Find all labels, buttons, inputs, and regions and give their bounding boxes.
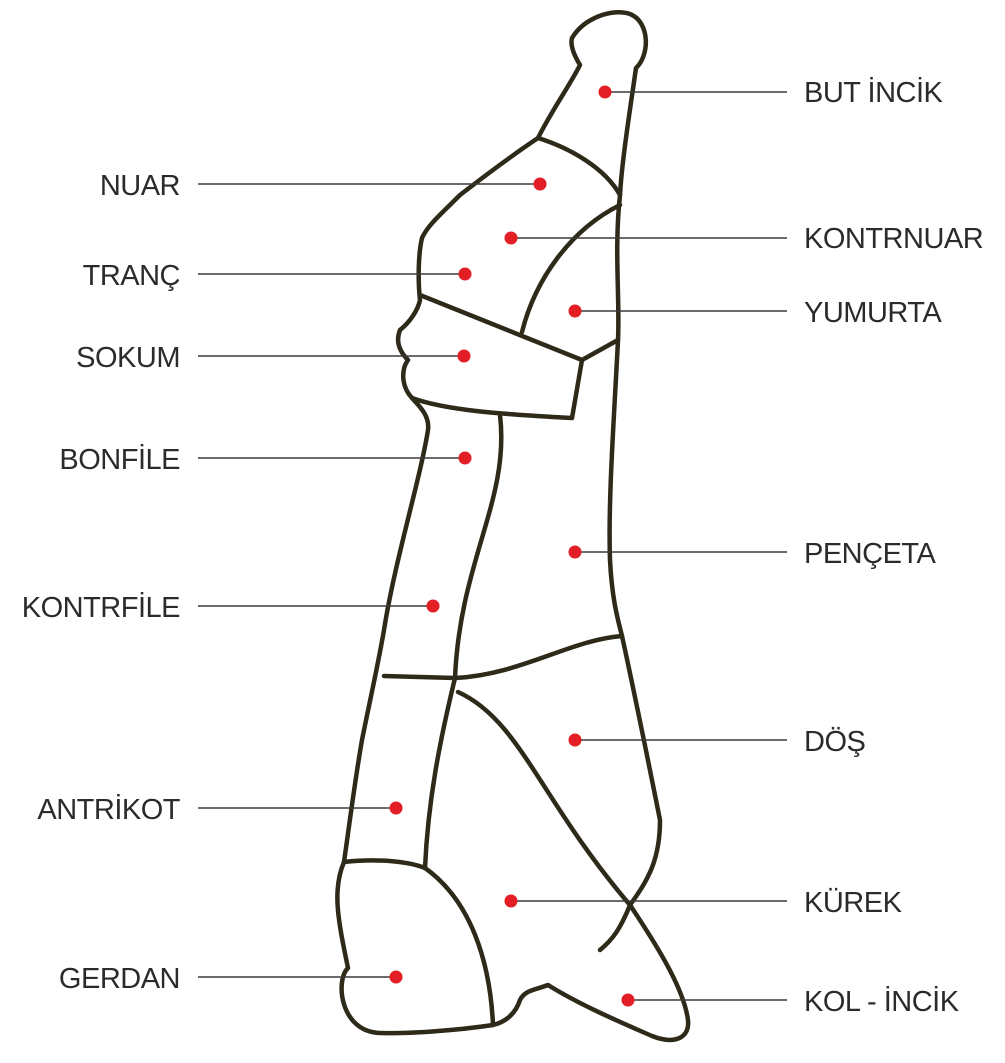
marker-gerdan <box>390 971 403 984</box>
marker-dos <box>569 734 582 747</box>
labels-right: BUT İNCİK KONTRNUAR YUMURTA PENÇETA DÖŞ … <box>804 76 983 1018</box>
marker-kontrfile <box>427 600 440 613</box>
carcass-outline <box>337 12 688 1040</box>
label-bonfile: BONFİLE <box>59 443 180 476</box>
label-antrikot: ANTRİKOT <box>37 793 180 826</box>
marker-kurek <box>505 895 518 908</box>
label-gerdan: GERDAN <box>59 963 180 995</box>
label-nuar: NUAR <box>100 170 180 202</box>
marker-antrikot <box>390 802 403 815</box>
label-tranc: TRANÇ <box>83 260 180 292</box>
marker-yumurta <box>569 305 582 318</box>
label-kol-incik: KOL - İNCİK <box>804 985 960 1018</box>
marker-sokum <box>458 350 471 363</box>
label-but-incik: BUT İNCİK <box>804 76 944 109</box>
marker-penceta <box>569 546 582 559</box>
label-kontrfile: KONTRFİLE <box>22 591 180 624</box>
marker-kontrnuar <box>505 232 518 245</box>
marker-but-incik <box>599 86 612 99</box>
label-dos: DÖŞ <box>804 726 866 758</box>
label-sokum: SOKUM <box>76 342 180 374</box>
label-kontrnuar: KONTRNUAR <box>804 223 983 255</box>
marker-tranc <box>459 268 472 281</box>
label-penceta: PENÇETA <box>804 538 936 570</box>
marker-bonfile <box>459 452 472 465</box>
label-kurek: KÜREK <box>804 887 903 919</box>
marker-nuar <box>534 178 547 191</box>
labels-left: NUAR TRANÇ SOKUM BONFİLE KONTRFİLE ANTRİ… <box>22 170 181 995</box>
marker-kol-incik <box>622 994 635 1007</box>
label-yumurta: YUMURTA <box>804 297 942 329</box>
